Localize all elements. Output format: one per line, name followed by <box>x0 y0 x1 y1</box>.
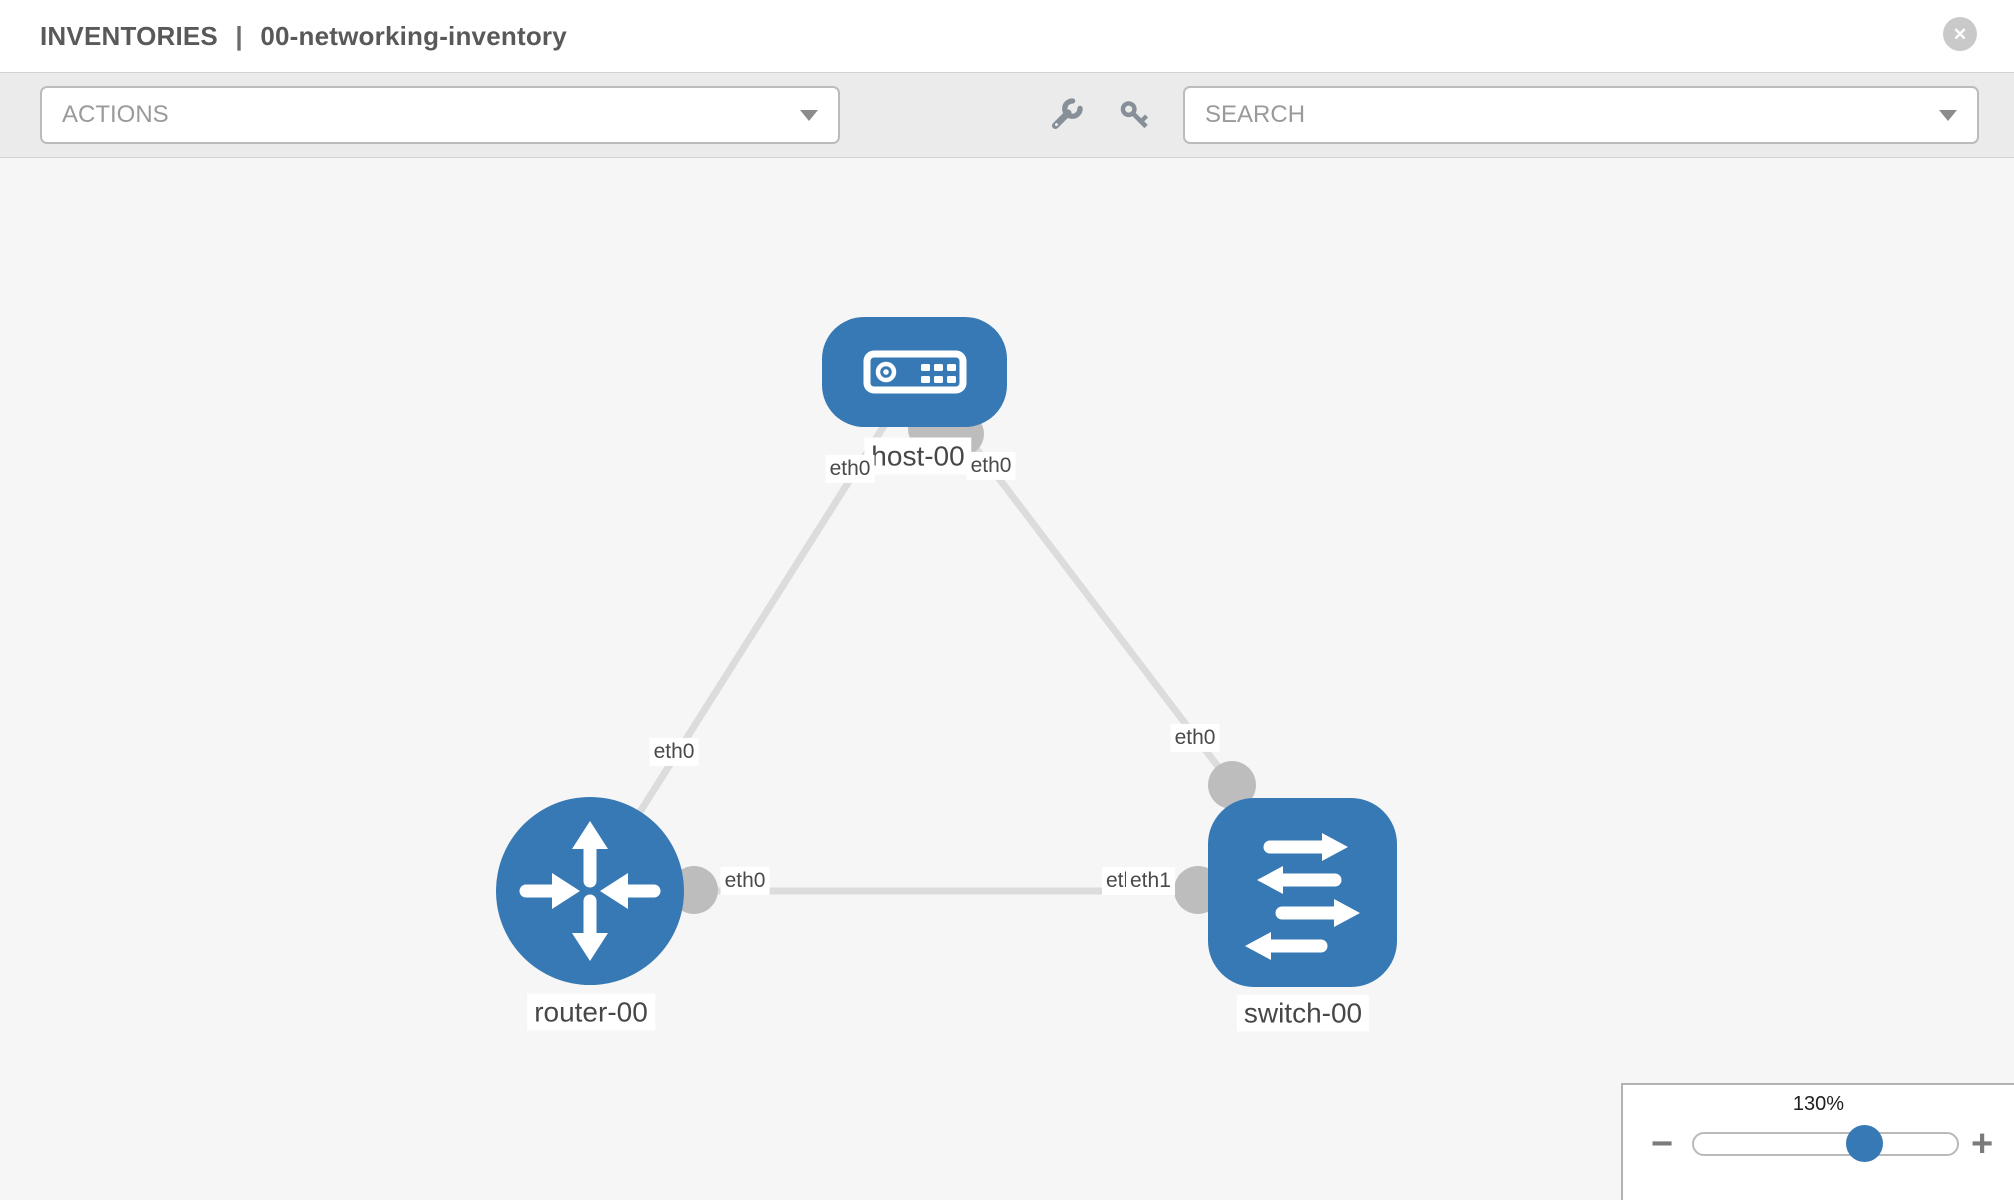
caret-down-icon <box>800 109 818 121</box>
close-button[interactable]: ✕ <box>1943 17 1977 51</box>
zoom-panel: 130% − + <box>1621 1083 2014 1200</box>
interface-label: eth0 <box>825 454 875 484</box>
actions-dropdown-label: ACTIONS <box>62 101 169 128</box>
interface-label: eth0 <box>966 451 1016 481</box>
zoom-slider-thumb[interactable] <box>1846 1125 1883 1162</box>
interface-label: eth1 <box>1126 867 1175 896</box>
node-switch[interactable] <box>1208 798 1397 987</box>
page-title: INVENTORIES | 00-networking-inventory <box>40 0 567 72</box>
actions-dropdown[interactable]: ACTIONS <box>40 86 840 144</box>
host-icon <box>863 350 967 394</box>
zoom-out-button[interactable]: − <box>1651 1123 1674 1165</box>
zoom-level-label: 130% <box>1792 1093 1845 1115</box>
topology-graph <box>587 369 1305 914</box>
node-label-host: host-00 <box>864 437 972 475</box>
close-icon: ✕ <box>1952 24 1968 44</box>
search-dropdown-label: SEARCH <box>1205 101 1306 128</box>
key-credentials-button[interactable] <box>1110 91 1158 139</box>
caret-down-icon <box>1939 109 1957 121</box>
search-dropdown[interactable]: SEARCH <box>1183 86 1979 144</box>
page-header: INVENTORIES | 00-networking-inventory ✕ <box>0 0 2014 72</box>
router-icon <box>519 821 661 961</box>
key-icon <box>1120 101 1149 129</box>
node-router[interactable] <box>496 797 684 985</box>
toolbar: ACTIONS SEARCH <box>0 72 2014 158</box>
interface-dot <box>1208 761 1256 809</box>
configure-tools-button[interactable] <box>1042 91 1090 139</box>
wrench-icon <box>1051 98 1083 130</box>
interface-label: eth0 <box>720 866 770 896</box>
node-host[interactable] <box>822 317 1007 427</box>
node-label-router: router-00 <box>527 993 655 1031</box>
zoom-in-button[interactable]: + <box>1971 1123 1994 1165</box>
network-canvas[interactable]: host-00 router-00 switch-00 eth0 eth0 et… <box>0 158 2014 1200</box>
breadcrumb-section: INVENTORIES <box>40 21 218 51</box>
zoom-slider[interactable] <box>1692 1125 1959 1162</box>
breadcrumb-separator: | <box>235 21 243 51</box>
switch-icon <box>1245 833 1360 960</box>
breadcrumb-inventory-name: 00-networking-inventory <box>260 21 567 51</box>
interface-label: eth0 <box>649 737 699 767</box>
interface-label: eth0 <box>1170 723 1220 753</box>
node-label-switch: switch-00 <box>1236 994 1370 1032</box>
